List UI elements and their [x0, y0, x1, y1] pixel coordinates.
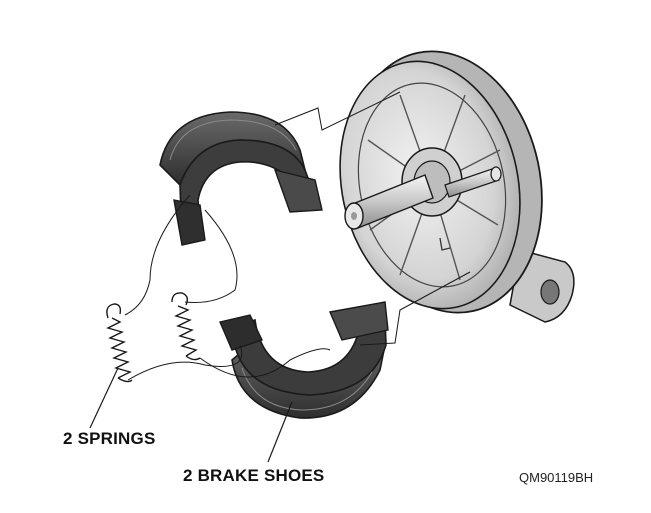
lower-shoe-highlight — [241, 367, 373, 411]
lower-brake-shoe — [219, 301, 389, 419]
panel-mark-l — [439, 237, 451, 251]
brake-shoes-callout-line — [267, 401, 293, 463]
anchor-pin-end — [490, 166, 502, 182]
lower-shoe-end-right — [329, 301, 389, 341]
springs-label: 2 SPRINGS — [63, 429, 156, 448]
brake-panel — [339, 50, 575, 323]
figure-code: QM90119BH — [519, 470, 594, 485]
upper-brake-shoe — [159, 111, 323, 246]
brake-shoes-label: 2 BRAKE SHOES — [183, 466, 325, 485]
upper-shoe-end-right — [273, 169, 323, 213]
right-spring — [171, 292, 201, 361]
springs-callout-line — [89, 367, 119, 429]
upper-shoe-end-left — [173, 199, 206, 246]
assembly-leader-lines — [124, 91, 471, 381]
mounting-lug-hole — [540, 279, 560, 305]
axle-shaft-center — [351, 212, 357, 220]
upper-shoe-highlight — [169, 119, 297, 161]
lower-shoe-end-left — [219, 314, 263, 351]
left-spring — [106, 303, 133, 383]
